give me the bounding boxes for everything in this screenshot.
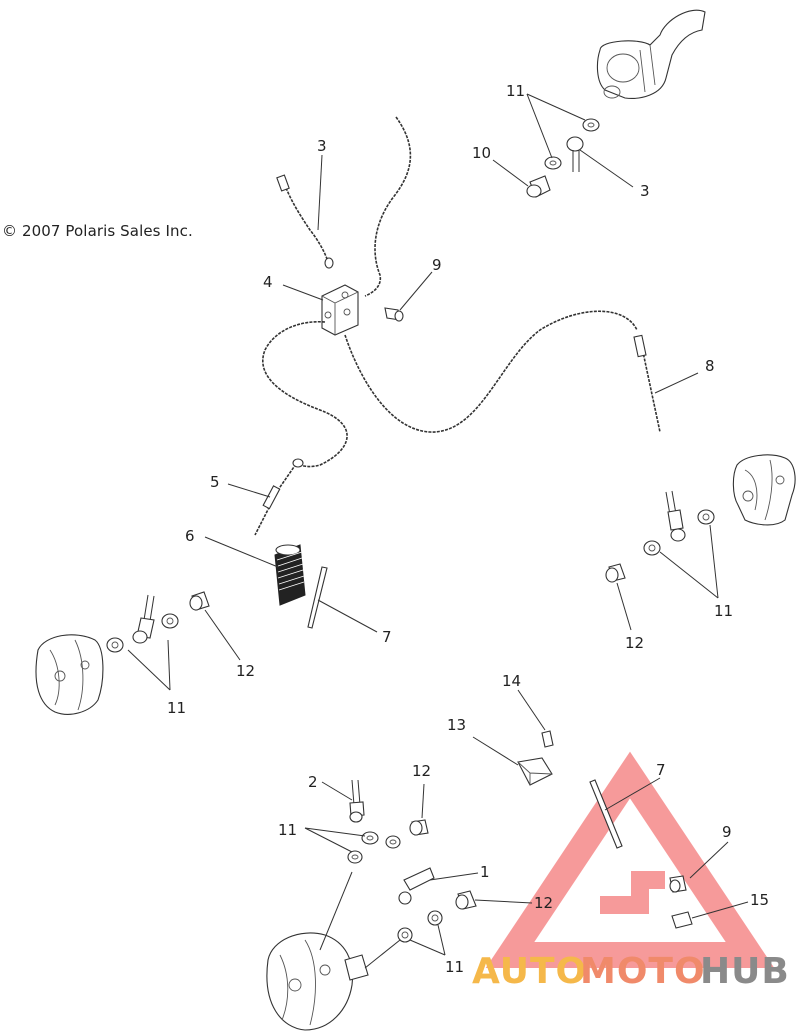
banjo-fitting-3-top bbox=[566, 136, 584, 172]
bolt-9-top bbox=[384, 307, 404, 322]
callout-numbers: 11 10 3 3 4 9 8 5 6 7 12 11 12 11 14 13 … bbox=[167, 82, 769, 976]
callout-10: 10 bbox=[472, 144, 491, 162]
callout-3-left: 3 bbox=[317, 137, 327, 155]
callout-13: 13 bbox=[447, 716, 466, 734]
lower-caliper bbox=[266, 932, 369, 1031]
copyright-notice: © 2007 Polaris Sales Inc. bbox=[2, 222, 193, 240]
callout-6: 6 bbox=[185, 527, 195, 545]
banjo-fitting-1 bbox=[398, 867, 435, 905]
washer-11-right-1 bbox=[697, 509, 715, 525]
banjo-bolt-10 bbox=[526, 175, 551, 198]
watermark-auto: AUTO bbox=[472, 951, 587, 992]
leader-lines bbox=[127, 93, 749, 969]
callout-15: 15 bbox=[750, 891, 769, 909]
callout-11-lower-left: 11 bbox=[278, 821, 297, 839]
callout-7-lower: 7 bbox=[656, 761, 666, 779]
distribution-block-4 bbox=[321, 284, 359, 336]
callout-11-top: 11 bbox=[506, 82, 525, 100]
banjo-fitting-left bbox=[132, 594, 155, 644]
spring-6 bbox=[274, 544, 306, 606]
bolt-12-right bbox=[605, 563, 626, 583]
bolt-9-lower bbox=[669, 875, 687, 893]
callout-12-lower-right: 12 bbox=[534, 894, 553, 912]
fitting-15 bbox=[671, 911, 693, 929]
callout-1: 1 bbox=[480, 863, 490, 881]
washer-11-right-2 bbox=[643, 540, 661, 556]
pin-7-upper bbox=[307, 566, 328, 629]
watermark-hub: HUB bbox=[700, 951, 790, 992]
callout-5: 5 bbox=[210, 473, 220, 491]
bolt-12-lower-1 bbox=[409, 819, 429, 836]
callout-12-lower-top: 12 bbox=[412, 762, 431, 780]
washer-11-lower-5 bbox=[397, 927, 413, 943]
callout-4: 4 bbox=[263, 273, 273, 291]
washer-11-lower-1 bbox=[361, 831, 379, 845]
banjo-fitting-right bbox=[665, 490, 686, 542]
washer-11-lower-3 bbox=[347, 850, 363, 864]
washer-11-left-1 bbox=[161, 613, 179, 629]
screw-14 bbox=[541, 730, 554, 748]
callout-11-left: 11 bbox=[167, 699, 186, 717]
washer-11-top-1 bbox=[582, 118, 600, 132]
callout-12-left: 12 bbox=[236, 662, 255, 680]
callout-3-right: 3 bbox=[640, 182, 650, 200]
watermark-logo bbox=[485, 751, 775, 968]
washer-11-lower-4 bbox=[427, 910, 443, 926]
callout-11-lower-bottom: 11 bbox=[445, 958, 464, 976]
callout-7-upper: 7 bbox=[382, 628, 392, 646]
switch-13 bbox=[517, 757, 553, 786]
pin-7-lower bbox=[589, 779, 623, 849]
callout-12-right: 12 bbox=[625, 634, 644, 652]
brake-lines bbox=[254, 116, 661, 536]
banjo-fitting-2 bbox=[349, 779, 365, 823]
washer-11-top-2 bbox=[544, 156, 562, 170]
callout-9-top: 9 bbox=[432, 256, 442, 274]
washer-11-left-2 bbox=[106, 637, 124, 653]
bolt-12-left bbox=[189, 591, 210, 611]
washer-11-lower-2 bbox=[385, 835, 401, 849]
watermark-text: AUTO MOTO HUB bbox=[472, 951, 790, 992]
watermark-moto: MOTO bbox=[580, 951, 706, 992]
left-caliper bbox=[35, 634, 104, 715]
callout-9-lower: 9 bbox=[722, 823, 732, 841]
callout-14: 14 bbox=[502, 672, 521, 690]
master-cylinder bbox=[596, 9, 706, 99]
bolt-12-lower-2 bbox=[455, 890, 477, 910]
right-caliper bbox=[732, 454, 796, 526]
callout-8: 8 bbox=[705, 357, 715, 375]
callout-2: 2 bbox=[308, 773, 318, 791]
callout-11-right: 11 bbox=[714, 602, 733, 620]
